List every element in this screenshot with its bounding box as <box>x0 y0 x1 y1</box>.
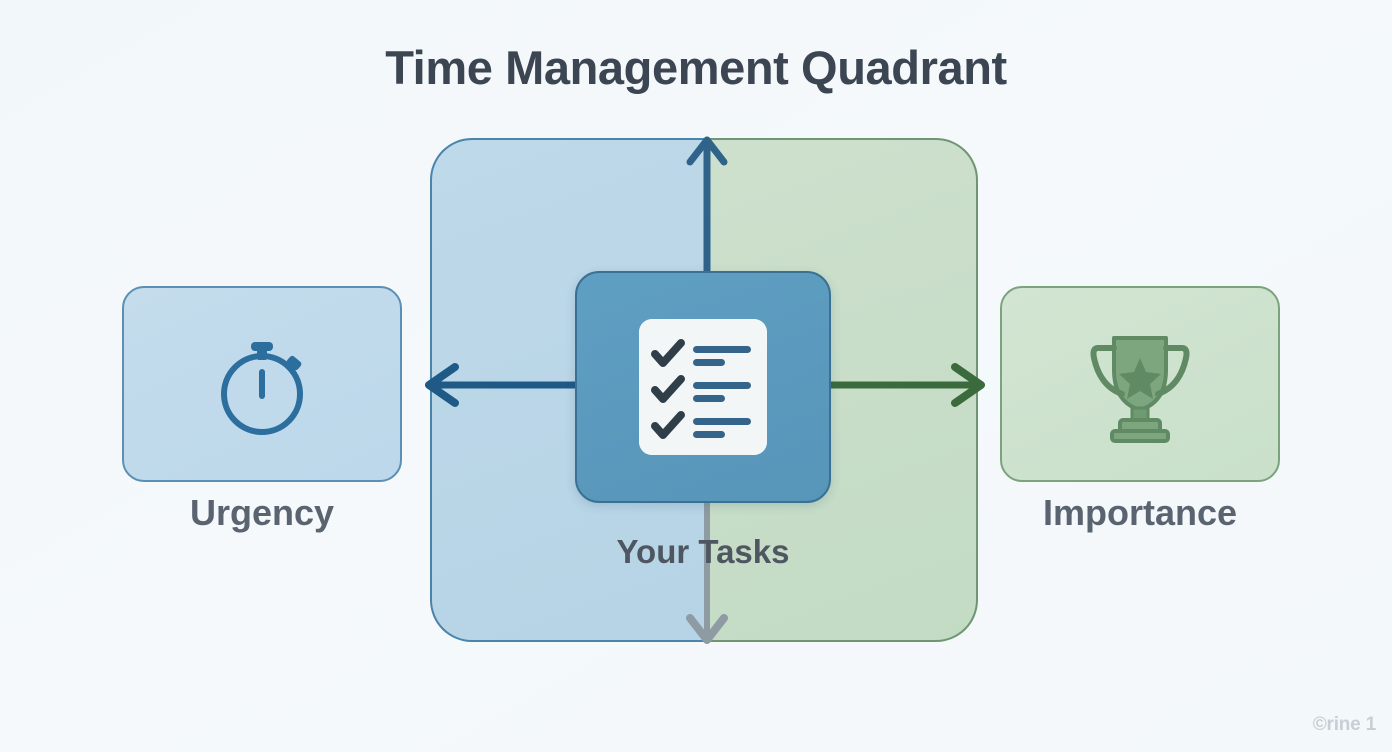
importance-label: Importance <box>1042 492 1238 533</box>
left-axis-arrow <box>425 363 594 407</box>
importance-card[interactable] <box>1000 286 1280 482</box>
stopwatch-icon <box>221 342 303 435</box>
your-tasks-label: Your Tasks <box>616 533 790 570</box>
your-tasks-card[interactable] <box>575 271 831 503</box>
page-title: Time Management Quadrant <box>385 41 1007 94</box>
urgency-card[interactable] <box>122 286 402 482</box>
urgency-label: Urgency <box>189 492 335 533</box>
right-axis-arrow <box>816 363 985 407</box>
checklist-icon <box>639 319 767 455</box>
trophy-icon <box>1090 336 1190 443</box>
watermark: ©rine 1 <box>1312 714 1376 735</box>
down-axis-arrow <box>686 487 728 644</box>
